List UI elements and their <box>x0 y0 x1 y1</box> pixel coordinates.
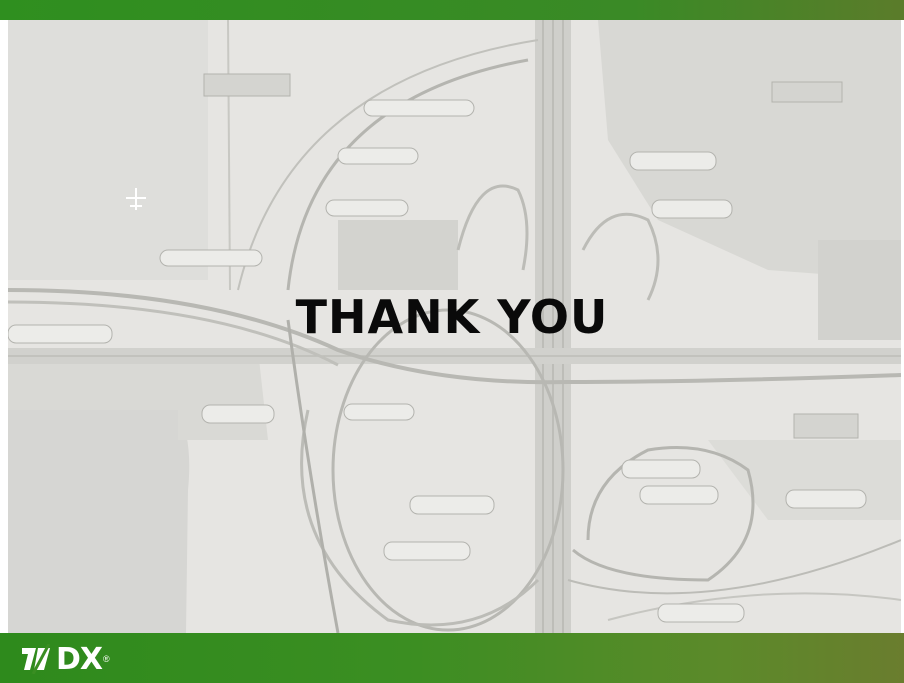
logo-mark-icon <box>22 644 51 674</box>
top-banner <box>0 0 904 20</box>
company-logo: DX ® <box>20 641 110 677</box>
registered-mark: ® <box>103 654 110 664</box>
map-labels <box>8 73 867 623</box>
map-image <box>8 20 901 633</box>
logo-text: DX <box>56 641 103 677</box>
lake-west <box>8 410 190 633</box>
footer-banner: DX ® <box>0 633 904 683</box>
page-title: THANK YOU <box>295 290 609 344</box>
background-map <box>8 20 901 633</box>
parking-lot <box>338 220 458 290</box>
